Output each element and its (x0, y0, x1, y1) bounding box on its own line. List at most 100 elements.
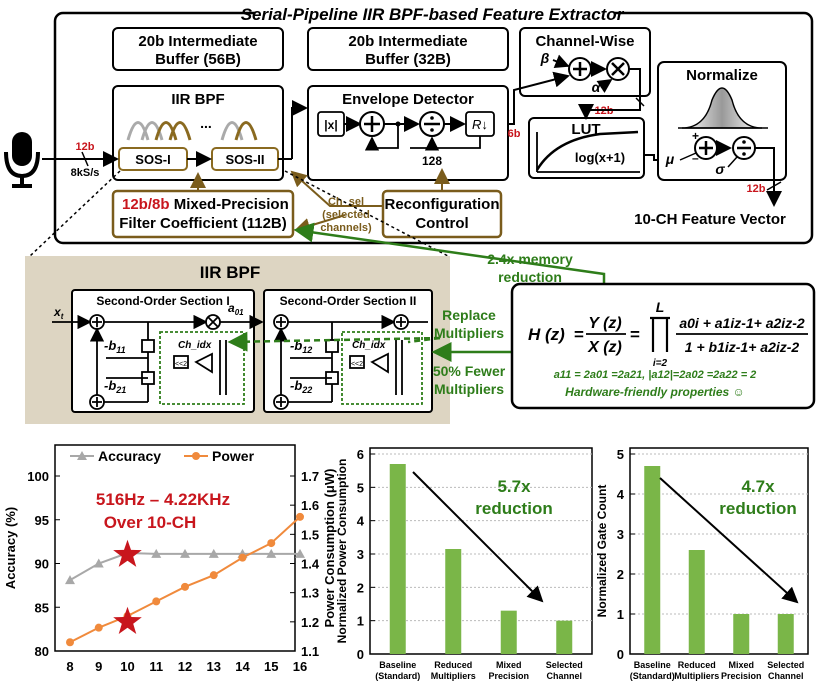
eq-denominator: 1 + b1iz-1+ a2iz-2 (685, 339, 800, 355)
chart1-ytick-right-label: 1.3 (301, 586, 319, 601)
svg-text:+: + (692, 129, 699, 143)
power-point (181, 582, 189, 591)
bar-category-line2: Precision (488, 671, 529, 681)
bar-category-line2: Channel (546, 671, 582, 681)
coef-b22: -b22 (290, 378, 312, 395)
bar-ytick-label: 3 (357, 547, 364, 562)
bar-chart-frame (369, 447, 593, 655)
channel-wise-title: Channel-Wise (535, 33, 634, 50)
bar-category-line1: Selected (767, 660, 804, 670)
sos-2-label: SOS-II (225, 152, 264, 167)
power-star-marker (113, 606, 142, 634)
chart1-ytick-right-label: 1.2 (301, 615, 319, 630)
reduction-arrow (659, 477, 799, 604)
bar-ytick-label: 5 (617, 447, 624, 462)
bar-chart-frame (629, 447, 809, 655)
bar-category-line2: Channel (768, 671, 804, 681)
product-symbol (650, 316, 670, 352)
reduction-value: 4.7x (741, 477, 775, 496)
buffer-56b (112, 27, 284, 71)
bar-ytick-label: 1 (617, 607, 624, 622)
legend-power-marker (192, 452, 200, 460)
sos-1-label: SOS-I (135, 152, 170, 167)
eq-numerator: a0i + a1iz-1+ a2iz-2 (679, 315, 805, 331)
buffer-56b-line2: Buffer (56B) (155, 51, 241, 68)
mem-red-line1: 2.4x memory (487, 251, 573, 267)
chart1-xtick-label: 15 (264, 659, 278, 674)
chart1-frame (54, 444, 296, 652)
reconfiguration-line2: Control (415, 215, 468, 232)
input-xt: xt (53, 305, 64, 321)
sigma-label: σ (715, 161, 725, 177)
power-point (267, 539, 276, 548)
bar (500, 610, 517, 654)
chart1-ytick-label: 100 (27, 469, 49, 484)
chart1-ylabel-right: Power Consumption (μW) (322, 469, 337, 628)
bar-category-line2: Precision (721, 671, 762, 681)
coef-b21: -b21 (104, 378, 126, 395)
accuracy-point (295, 548, 305, 558)
sos-1-detail-title: Second-Order Section I (96, 294, 229, 308)
bar-category-line2: (Standard) (630, 671, 675, 681)
chart1-ytick-label: 85 (35, 600, 49, 615)
bar-category-line2: Multipliers (674, 671, 719, 681)
bar-ytick-label: 4 (617, 487, 625, 502)
beta-label: β (540, 50, 550, 66)
chart1-xtick-label: 11 (149, 659, 163, 674)
mic-rate: 8kS/s (71, 167, 100, 179)
bar-ytick-label: 3 (617, 527, 624, 542)
power-point (94, 623, 103, 632)
legend-accuracy-marker (77, 451, 87, 460)
diagram-title: Serial-Pipeline IIR BPF-based Feature Ex… (241, 5, 625, 24)
iir-bpf-panel-title: IIR BPF (200, 263, 260, 282)
ch-idx-2: Ch_idx (352, 340, 386, 351)
bar (777, 614, 794, 654)
power-bar-chart: 0123456Baseline(Standard)ReducedMultipli… (335, 447, 593, 681)
chart1-ytick-label: 80 (35, 644, 49, 659)
chart1-ytick-right-label: 1.7 (301, 469, 319, 484)
bar-category-line1: Selected (546, 660, 583, 670)
eq-lower-limit: i=2 (653, 358, 668, 369)
eq-x: X (z) (587, 339, 622, 356)
fewer-line1: 50% Fewer (433, 363, 506, 379)
legend-accuracy-label: Accuracy (98, 448, 161, 464)
ch-sel-line3: channels) (320, 222, 372, 234)
bar (445, 549, 462, 654)
gaussian-curve (681, 87, 763, 129)
eq-upper-limit: L (656, 299, 665, 315)
envelope-detector-block (307, 85, 509, 181)
divisor-128: 128 (422, 154, 442, 168)
bar-category-line2: (Standard) (375, 671, 420, 681)
sos-2-detail-title: Second-Order Section II (280, 294, 417, 308)
bar-ytick-label: 6 (357, 447, 364, 462)
reduction-label: reduction (475, 499, 552, 518)
iir-bpf-title: IIR BPF (171, 91, 224, 108)
downsample-label: R↓ (472, 117, 488, 132)
bar-category-line2: Multipliers (431, 671, 476, 681)
svg-text:=: = (630, 325, 640, 344)
bar-ytick-label: 0 (357, 647, 364, 662)
chart1-xtick-label: 16 (293, 659, 307, 674)
chart1-annotation-line1: 516Hz – 4.22KHz (96, 490, 230, 509)
bar-ytick-label: 0 (617, 647, 624, 662)
accuracy-point (180, 548, 190, 558)
mu-label: μ (665, 151, 675, 167)
accuracy-point (65, 575, 75, 585)
power-point (209, 571, 218, 580)
bar-ylabel: Normalized Gate Count (595, 485, 609, 618)
accuracy-point (151, 548, 162, 558)
normalize-title: Normalize (686, 67, 758, 84)
power-point (238, 553, 247, 562)
chart1-xtick-label: 14 (235, 659, 250, 674)
feature-vector-label: 10-CH Feature Vector (634, 211, 786, 228)
reduction-arrow (412, 471, 544, 603)
chart1-ytick-right-label: 1.1 (301, 644, 319, 659)
coefficient-block (111, 189, 295, 239)
lut-title: LUT (571, 121, 600, 138)
hw-property-equation: a11 = 2a01 =2a21, |a12|=2a02 =2a22 = 2 (554, 369, 757, 381)
svg-text:–: – (692, 151, 699, 165)
accuracy-point (266, 548, 277, 558)
accuracy-point (208, 548, 219, 558)
bar-ytick-label: 1 (357, 614, 364, 629)
